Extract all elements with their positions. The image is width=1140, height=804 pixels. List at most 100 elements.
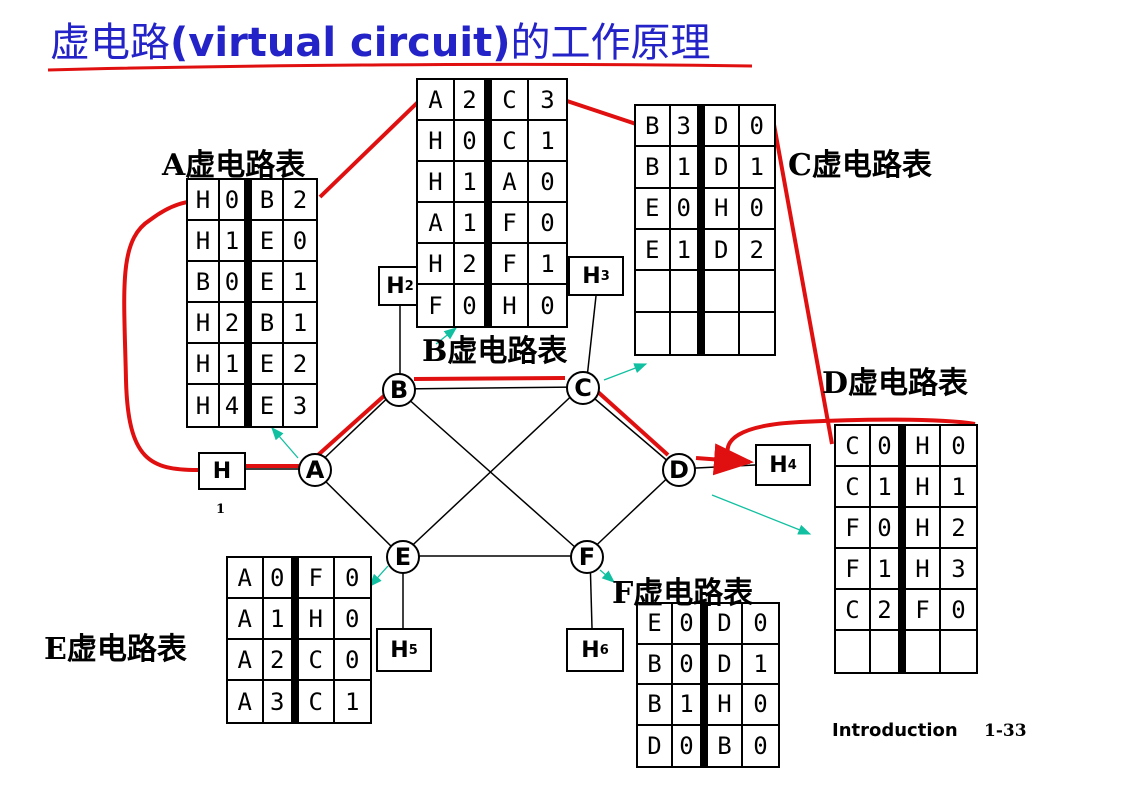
link-c-e (400, 386, 582, 557)
table-b-cell: 2 (455, 80, 492, 121)
table-e-cell: 1 (263, 599, 299, 640)
table-e-cell: A (228, 681, 264, 722)
host-h2-sub: 2 (404, 278, 414, 294)
table-e-label: E虚电路表 (44, 632, 187, 667)
vc-link-c-table-d (769, 107, 834, 445)
node-b: B (382, 373, 416, 407)
table-a-cell: 1 (220, 344, 252, 385)
link-f-d (584, 468, 678, 557)
table-f-cell: 1 (743, 645, 778, 685)
table-d-cell: 0 (941, 590, 976, 631)
table-a-cell: 1 (284, 262, 316, 303)
table-f-cell: B (638, 685, 673, 726)
link-c-d (580, 386, 678, 470)
table-d-cell: 0 (941, 426, 976, 467)
table-c-cell: E (636, 188, 671, 230)
node-e: E (386, 540, 420, 574)
table-d-cell: H (906, 467, 941, 508)
table-c-cell (670, 271, 705, 313)
table-d-cell: F (836, 508, 871, 549)
pointer-b (435, 327, 458, 345)
table-d-cell: H (906, 508, 941, 549)
host-h4-sub: 4 (787, 457, 797, 473)
table-c-cell: 0 (670, 188, 705, 230)
table-b-label: B虚电路表 (422, 334, 568, 369)
table-c-cell: 3 (670, 106, 705, 148)
table-b-cell: 2 (455, 244, 492, 285)
footer-text: Introduction (832, 720, 958, 741)
virtual-circuit-path (122, 98, 976, 476)
table-b-cell: H (492, 285, 529, 326)
host-h1-sub: 1 (216, 502, 226, 517)
table-e-cell: 0 (334, 640, 370, 681)
vc-loop-d-table (725, 417, 976, 461)
pointer-d (711, 494, 812, 535)
host-h3-sub: 3 (600, 268, 610, 284)
table-f-cell: 0 (673, 725, 708, 766)
table-e-cell: A (228, 640, 264, 681)
table-c-cell (739, 271, 774, 313)
table-a-cell: 0 (284, 221, 316, 262)
table-a-cell: B (252, 180, 284, 221)
table-e-cell: C (299, 681, 335, 722)
table-e-cell: A (228, 599, 264, 640)
table-c-cell: E (636, 229, 671, 272)
table-a-cell: B (252, 303, 284, 344)
node-d: D (662, 453, 696, 487)
table-d-cell: H (906, 549, 941, 590)
table-a-cell: 0 (220, 262, 252, 303)
table-e-cell: 0 (334, 599, 370, 640)
table-f-cell: 0 (673, 604, 708, 645)
table-b-cell: 0 (455, 121, 492, 162)
table-f-cell: E (638, 604, 673, 645)
table-e-cell: 3 (264, 681, 299, 722)
table-b-cell: F (492, 203, 529, 244)
link-a-b (312, 388, 398, 470)
table-b-cell: A (418, 203, 455, 244)
table-f-cell: 0 (673, 644, 708, 685)
table-e-cell: A (228, 558, 264, 599)
table-f-cell: 0 (743, 685, 778, 726)
table-a-cell: 3 (292, 391, 308, 420)
vc-link-b-table-c (563, 98, 637, 126)
link-b-c (396, 386, 582, 390)
table-c-cell: 2 (739, 230, 774, 272)
table-d-cell (871, 631, 906, 672)
title-underline (47, 62, 753, 72)
host-h1-label: H (212, 458, 232, 484)
table-b-cell: 1 (529, 244, 566, 285)
table-e-cell: 0 (334, 558, 370, 599)
page-number: 1-33 (984, 721, 1027, 741)
host-h5-label: H (390, 637, 409, 663)
table-e-cell: F (299, 558, 335, 599)
table-d-cell: 0 (871, 508, 906, 549)
table-d-cell (941, 631, 976, 672)
table-c-cell: B (636, 147, 671, 189)
table-e-cell: H (299, 599, 335, 640)
table-a-cell: 2 (220, 303, 252, 344)
host-h4-label: H (769, 452, 788, 478)
host-h2-label: H (386, 273, 405, 299)
table-c-cell: H (705, 188, 740, 230)
table-a-cell: H (188, 385, 220, 426)
table-a-cell: H (188, 180, 220, 221)
table-b-cell: 0 (529, 203, 566, 244)
network-links (246, 295, 756, 629)
table-a-cell: E (252, 221, 284, 262)
table-d-cell: F (906, 590, 941, 631)
table-b-cell: 1 (529, 121, 566, 162)
table-d-cell: H (906, 426, 941, 467)
table-a-cell: B (188, 262, 220, 303)
table-b-cell: F (492, 244, 529, 285)
table-b-cell: 0 (455, 285, 492, 326)
table-c-cell (636, 271, 671, 313)
table-f-cell: D (708, 604, 743, 645)
table-f-cell: B (638, 644, 673, 685)
table-a-cell: H (188, 303, 220, 344)
table-a-cell: 4 (220, 385, 252, 426)
